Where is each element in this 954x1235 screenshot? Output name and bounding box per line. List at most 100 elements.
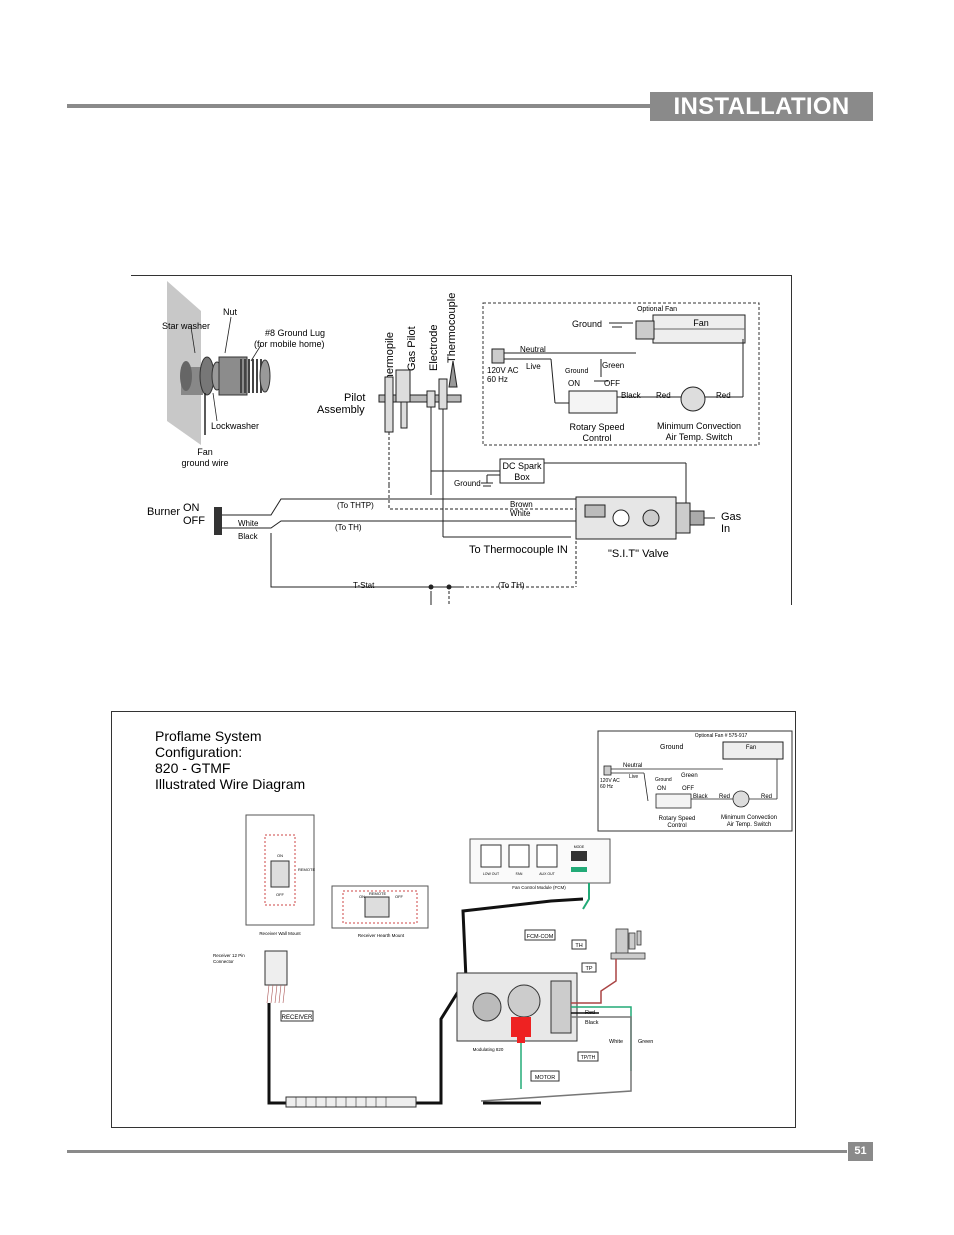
fan-box-rotary-1: Rotary Speed — [569, 422, 624, 432]
label-white-2: White — [510, 509, 531, 518]
ground-lug-illustration — [167, 281, 271, 445]
label-receiver-conn-2: Connector — [213, 959, 234, 964]
fan-box-live: Live — [526, 362, 541, 371]
fan2-rotary-1: Rotary Speed — [659, 816, 696, 822]
fan-box-min-conv-2: Air Temp. Switch — [666, 432, 733, 442]
fan2-black: Black — [693, 794, 709, 800]
fan2-off: OFF — [682, 786, 694, 792]
fan2-ac-2: 60 Hz — [600, 784, 614, 790]
hearth-remote: REMOTE — [369, 891, 386, 896]
burner-switch[interactable] — [214, 507, 222, 535]
label-fcm-com: FCM-COM — [527, 934, 554, 940]
title-line-4: Illustrated Wire Diagram — [155, 776, 305, 792]
fan2-neutral: Neutral — [623, 763, 642, 769]
title-line-2: Configuration: — [155, 744, 242, 760]
label-gas-pilot: Gas Pilot — [406, 326, 418, 371]
footer-rule — [67, 1150, 847, 1153]
label-thermopile: Thermopile — [384, 332, 396, 387]
fan2-title: Optional Fan # 575-917 — [695, 733, 748, 739]
fan2-live: Live — [629, 774, 638, 780]
fan-box-ground-small: Ground — [565, 368, 588, 375]
hearth-on: ON — [359, 894, 365, 899]
label-fan-ground-1: Fan — [197, 447, 213, 457]
fcm-com-tag — [524, 929, 556, 941]
pilot-assembly — [378, 360, 462, 505]
fan2-red-2: Red — [761, 794, 772, 800]
label-green: Green — [638, 1039, 653, 1045]
wiring-diagram-proflame: Proflame System Configuration: 820 - GTM… — [111, 711, 796, 1128]
fan2-ac-1: 120V AC — [600, 778, 620, 784]
label-brown: Brown — [510, 500, 533, 509]
wall-on: ON — [277, 853, 283, 858]
label-burner: Burner — [147, 506, 180, 518]
fan-box-black: Black — [621, 391, 642, 400]
label-pilot-2: Assembly — [317, 404, 365, 416]
label-fcm: Fan Control Module (FCM) — [512, 885, 566, 890]
label-ground-lug-note: (for mobile home) — [254, 339, 325, 349]
fan-box-min-conv-1: Minimum Convection — [657, 421, 741, 431]
fcm-mode-switch[interactable] — [571, 851, 587, 861]
label-black: Black — [585, 1020, 599, 1026]
label-white: White — [609, 1039, 623, 1045]
label-thermocouple: Thermocouple — [446, 293, 458, 363]
label-tpth: TP/TH — [581, 1055, 596, 1061]
fan2-min-conv-2: Air Temp. Switch — [727, 822, 772, 828]
harness-connector — [285, 1096, 417, 1108]
page-number: 51 — [848, 1142, 873, 1161]
fcm-outlet-1: LOW OUT — [483, 872, 500, 876]
fan2-green: Green — [681, 773, 698, 779]
fan2-red-1: Red — [719, 794, 730, 800]
receiver-connector — [264, 950, 288, 986]
fan-box-on: ON — [568, 379, 580, 388]
wall-remote: REMOTE — [298, 867, 315, 872]
fan2-fan: Fan — [746, 745, 756, 751]
label-dc-spark-1: DC Spark — [502, 461, 542, 471]
label-tstat: T-Stat — [353, 581, 375, 590]
modulating-valve — [456, 972, 578, 1043]
label-ground: Ground — [454, 479, 481, 488]
fan2-ground: Ground — [660, 744, 683, 751]
label-red: Red — [585, 1010, 595, 1016]
label-gas-1: Gas — [721, 511, 742, 523]
section-title: INSTALLATION — [650, 92, 873, 121]
fcm-mode: MODE — [574, 845, 585, 849]
label-star-washer: Star washer — [162, 321, 210, 331]
fan-box-red-2: Red — [716, 391, 731, 400]
label-electrode: Electrode — [428, 325, 440, 371]
receiver-tag — [280, 1010, 314, 1022]
label-black: Black — [238, 532, 259, 541]
label-to-th: (To TH) — [335, 523, 362, 532]
fan-box-off: OFF — [604, 379, 620, 388]
label-on: ON — [183, 502, 200, 514]
title-line-3: 820 - GTMF — [155, 760, 230, 776]
label-motor: MOTOR — [535, 1075, 555, 1081]
motor-tag — [530, 1070, 560, 1082]
label-fan-ground-2: ground wire — [181, 458, 228, 468]
optional-fan-box — [482, 302, 760, 446]
fan2-on: ON — [657, 786, 666, 792]
hearth-off: OFF — [395, 894, 404, 899]
fan2-rotary-2: Control — [667, 823, 686, 829]
label-to-thermocouple-in: To Thermocouple IN — [469, 544, 568, 556]
label-ground-lug: #8 Ground Lug — [265, 328, 325, 338]
label-tp: TP — [585, 966, 592, 972]
label-th: TH — [575, 943, 582, 949]
wall-off: OFF — [276, 892, 285, 897]
fan-box-green: Green — [602, 361, 624, 370]
title-line-1: Proflame System — [155, 728, 262, 744]
sit-valve — [575, 496, 715, 540]
label-receiver-wall: Receiver Wall Mount — [259, 931, 301, 936]
fcm-outlet-2: FAN — [516, 872, 523, 876]
label-nut: Nut — [223, 307, 238, 317]
fan-box-red-1: Red — [656, 391, 671, 400]
label-white: White — [238, 519, 259, 528]
label-receiver: RECEIVER — [282, 1015, 313, 1021]
label-receiver-hearth: Receiver Hearth Mount — [358, 933, 405, 938]
fan-box-ground: Ground — [572, 319, 602, 329]
pilot-assembly-2 — [610, 928, 646, 960]
label-dc-spark-2: Box — [514, 472, 530, 482]
label-lockwasher: Lockwasher — [211, 421, 259, 431]
fcm-outlet-3: AUX OUT — [539, 872, 555, 876]
label-to-thtp: (To THTP) — [337, 501, 374, 510]
fan2-ground-small: Ground — [655, 777, 672, 783]
